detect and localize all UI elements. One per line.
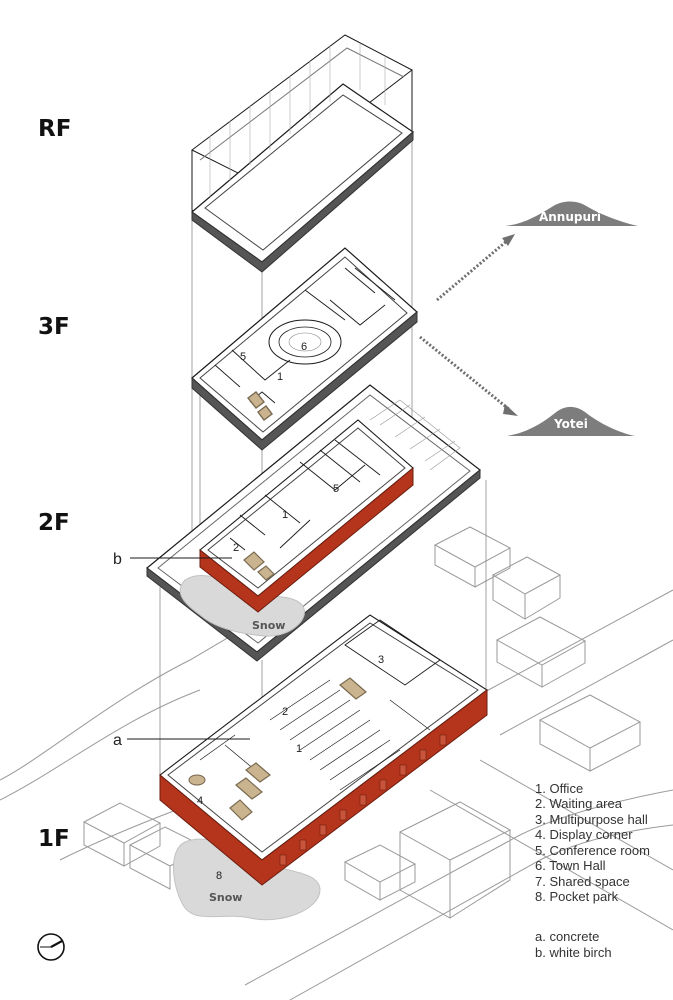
annotation-a: a: [113, 732, 122, 749]
room-number: 4: [197, 795, 203, 807]
mountain-yotei: Yotei: [507, 406, 635, 436]
floor-label-1f: 1F: [38, 826, 70, 852]
arrow-head-yotei-icon: [503, 404, 518, 416]
legend-item: 3. Multipurpose hall: [535, 812, 648, 827]
room-number: 5: [240, 351, 246, 363]
second-floor: [146, 384, 481, 662]
first-floor: [159, 614, 488, 921]
room-number: 1: [282, 509, 288, 521]
room-number: 5: [333, 483, 339, 495]
legend-item: 4. Display corner: [535, 827, 633, 842]
annotation-leaders: [127, 557, 250, 740]
room-numbers: 5 6 1 5 1 2 3 2 1 4 8: [197, 341, 384, 882]
room-number: 1: [296, 743, 302, 755]
room-number: 1: [277, 371, 283, 383]
room-number: 8: [216, 870, 222, 882]
floor-label-3f: 3F: [38, 314, 70, 340]
legend-item: 1. Office: [535, 781, 583, 796]
legend-material: a. concrete: [535, 929, 599, 944]
floor-label-2f: 2F: [38, 510, 70, 536]
room-number: 2: [233, 542, 239, 554]
snow-label-lower: Snow: [209, 891, 242, 904]
room-number: 3: [378, 654, 384, 666]
arrow-heads: [502, 234, 518, 416]
legend-item: 7. Shared space: [535, 874, 630, 889]
legend-material: b. white birch: [535, 945, 612, 960]
legend-item: 6. Town Hall: [535, 858, 606, 873]
annupuri-label: Annupuri: [539, 210, 601, 224]
view-arrows: [419, 238, 511, 412]
room-number: 6: [301, 341, 307, 353]
legend-item: 2. Waiting area: [535, 796, 623, 811]
legend: 1. Office 2. Waiting area 3. Multipurpos…: [535, 781, 650, 960]
north-arrow-icon: [37, 933, 65, 961]
legend-item: 8. Pocket park: [535, 889, 619, 904]
arrow-head-annupuri-icon: [502, 234, 515, 246]
roof-level: [191, 34, 414, 273]
annotation-b: b: [113, 551, 122, 568]
third-floor: [191, 247, 418, 451]
yotei-label: Yotei: [553, 417, 588, 431]
floor-label-rf: RF: [38, 116, 71, 142]
legend-item: 5. Conference room: [535, 843, 650, 858]
mountain-annupuri: Annupuri: [505, 201, 638, 226]
snow-label-upper: Snow: [252, 619, 285, 632]
site-context: [0, 526, 673, 1000]
room-number: 2: [282, 706, 288, 718]
